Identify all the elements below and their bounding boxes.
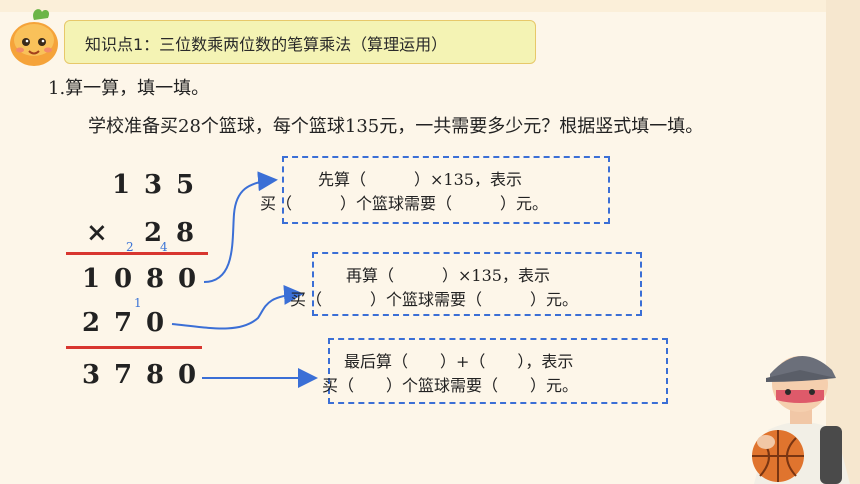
multiplicand-digit: 5: [176, 170, 195, 200]
result-digit: 7: [114, 360, 133, 390]
partial-product-2-digit: 0: [146, 308, 165, 338]
multiplicand-digit: 1: [112, 170, 131, 200]
partial-product-2-digit: 2: [82, 308, 101, 338]
result-digit: 0: [178, 360, 197, 390]
topic-title: 知识点1：三位数乘两位数的笔算乘法（算理运用）: [85, 35, 448, 54]
answer-box-1-line2: 买（ ）个篮球需要（ ）元。: [260, 194, 549, 213]
partial-product-1-digit: 1: [82, 264, 101, 294]
boy-basketball-icon: [752, 355, 850, 484]
top-strip: [0, 0, 860, 12]
partial-product-1-digit: 0: [178, 264, 197, 294]
carry-digit: 4: [160, 240, 168, 254]
answer-box-3-line1: 最后算（ ）+（ ），表示: [344, 352, 574, 371]
arrow-to-box-1: [203, 171, 278, 283]
rule-line-2: [66, 346, 202, 349]
question-heading: 1.算一算，填一填。: [48, 78, 210, 99]
multiplier-digit: 8: [176, 218, 195, 248]
rule-line-1: [66, 252, 208, 255]
arrow-to-box-2: [171, 284, 304, 330]
answer-box-2-line1: 再算（ ）×135，表示: [346, 266, 550, 285]
times-sign: ×: [86, 218, 108, 248]
multiplier-digit: 2: [144, 218, 163, 248]
carry-digit: 2: [126, 240, 134, 254]
answer-box-3: [328, 338, 668, 404]
carry-digit: 1: [134, 296, 142, 310]
partial-product-1-digit: 0: [114, 264, 133, 294]
answer-box-3-line2: 买（ ）个篮球需要（ ）元。: [322, 376, 579, 395]
answer-box-1: [282, 156, 610, 224]
partial-product-1-digit: 8: [146, 264, 165, 294]
orange-mascot-icon: [10, 9, 58, 66]
result-digit: 3: [82, 360, 101, 390]
topic-title-box: 知识点1：三位数乘两位数的笔算乘法（算理运用）: [64, 20, 536, 64]
answer-box-1-line1: 先算（ ）×135，表示: [318, 170, 522, 189]
multiplicand-digit: 3: [144, 170, 163, 200]
right-edge-strip: [826, 0, 860, 484]
answer-box-2-line2: 买（ ）个篮球需要（ ）元。: [290, 290, 579, 309]
question-text: 学校准备买28个篮球，每个篮球135元，一共需要多少元？根据竖式填一填。: [88, 116, 704, 137]
partial-product-2-digit: 7: [114, 308, 133, 338]
answer-box-2: [312, 252, 642, 316]
result-digit: 8: [146, 360, 165, 390]
